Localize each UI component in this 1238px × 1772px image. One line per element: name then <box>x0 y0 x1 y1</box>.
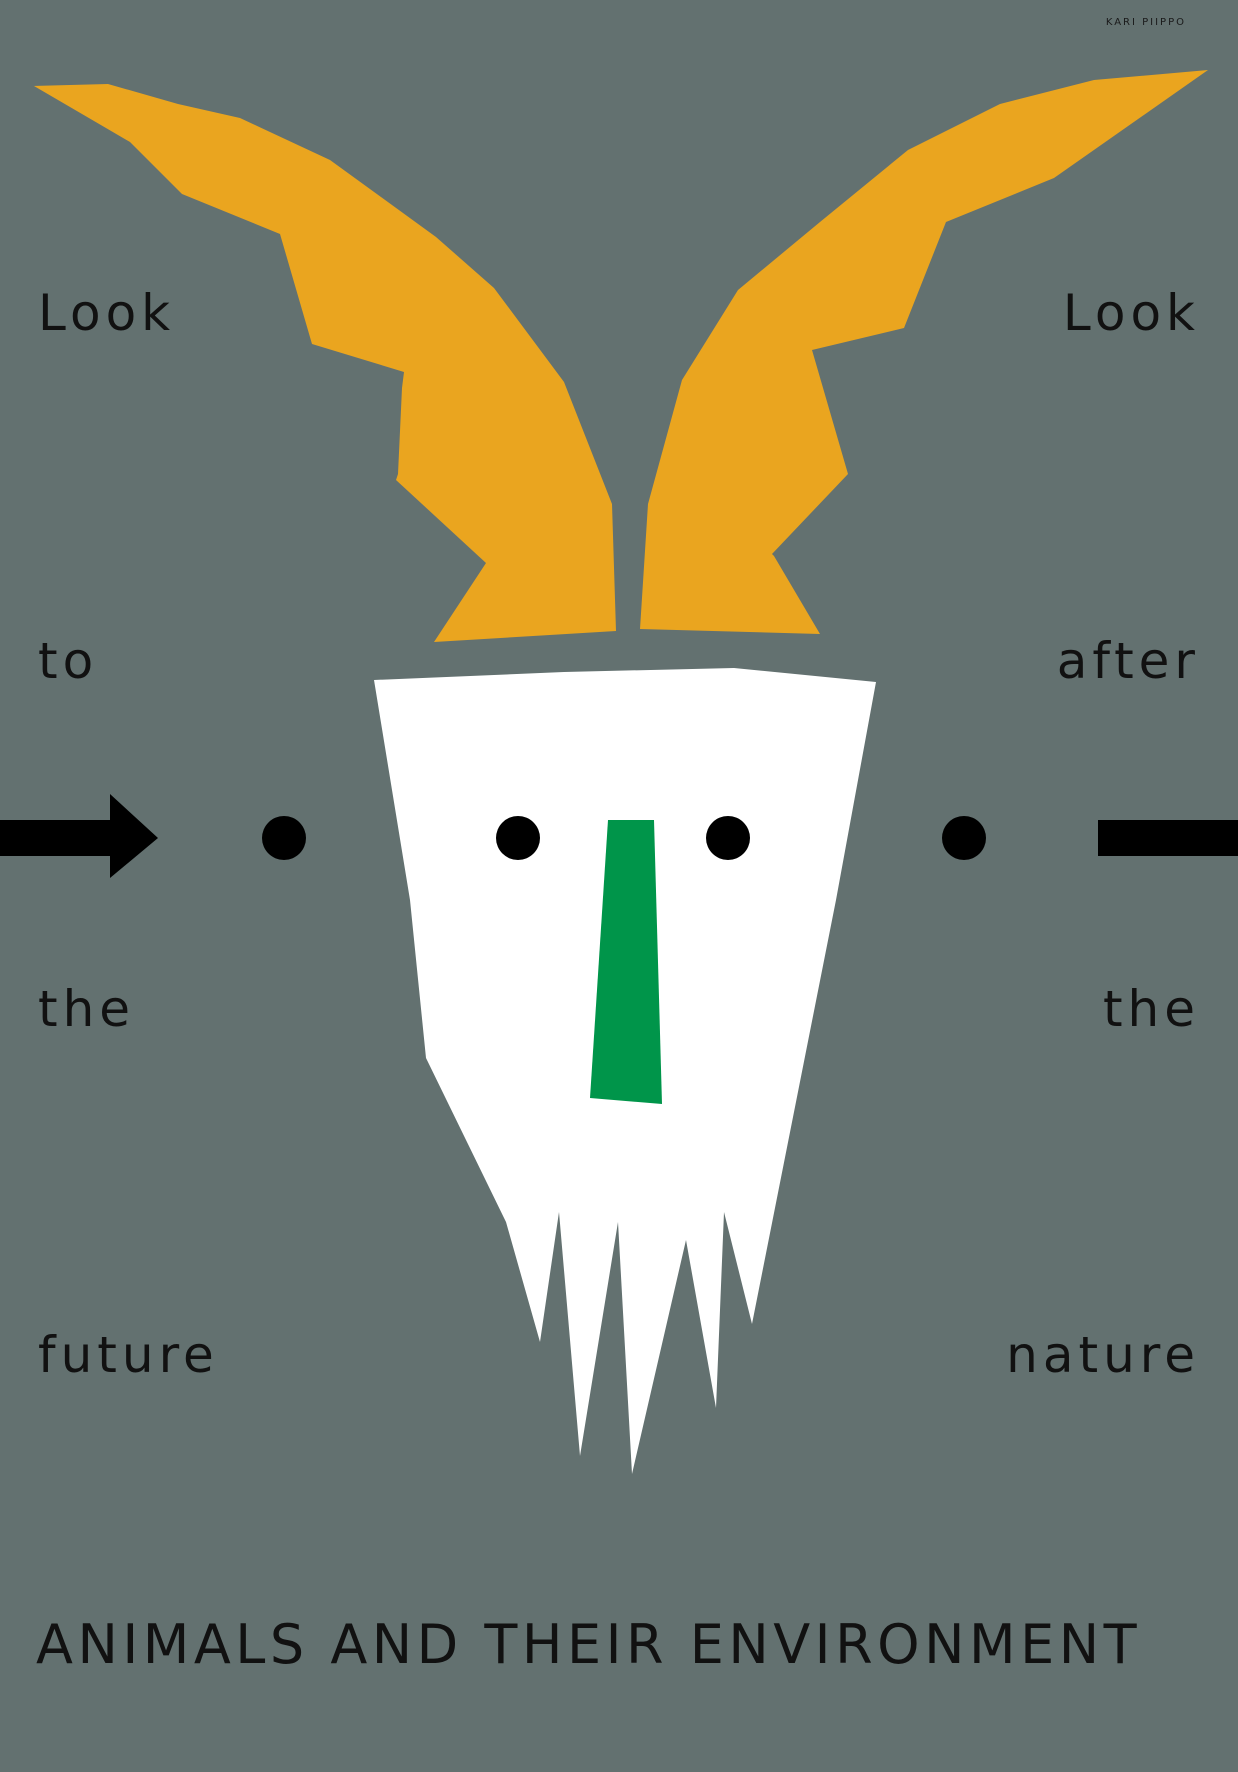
goat-nose[interactable] <box>590 820 662 1104</box>
left-word-1: Look <box>38 284 176 342</box>
left-word-3: the <box>38 980 136 1038</box>
right-word-1: Look <box>1062 284 1200 342</box>
left-word-2: to <box>38 632 99 690</box>
left-horn <box>32 84 616 642</box>
left-dot <box>262 816 306 860</box>
left-word-4: future <box>38 1326 219 1384</box>
right-dot <box>942 816 986 860</box>
artist-credit: KARI PIIPPO <box>1105 17 1186 28</box>
left-eye <box>496 816 540 860</box>
arrow-right-icon <box>0 794 158 878</box>
right-word-3: the <box>1102 980 1200 1038</box>
dash-icon <box>1098 820 1238 856</box>
right-horn <box>640 70 1208 634</box>
poster-tagline: ANIMALS AND THEIR ENVIRONMENT <box>36 1613 1142 1676</box>
right-word-2: after <box>1056 632 1200 690</box>
right-word-4: nature <box>1006 1326 1200 1384</box>
right-eye <box>706 816 750 860</box>
